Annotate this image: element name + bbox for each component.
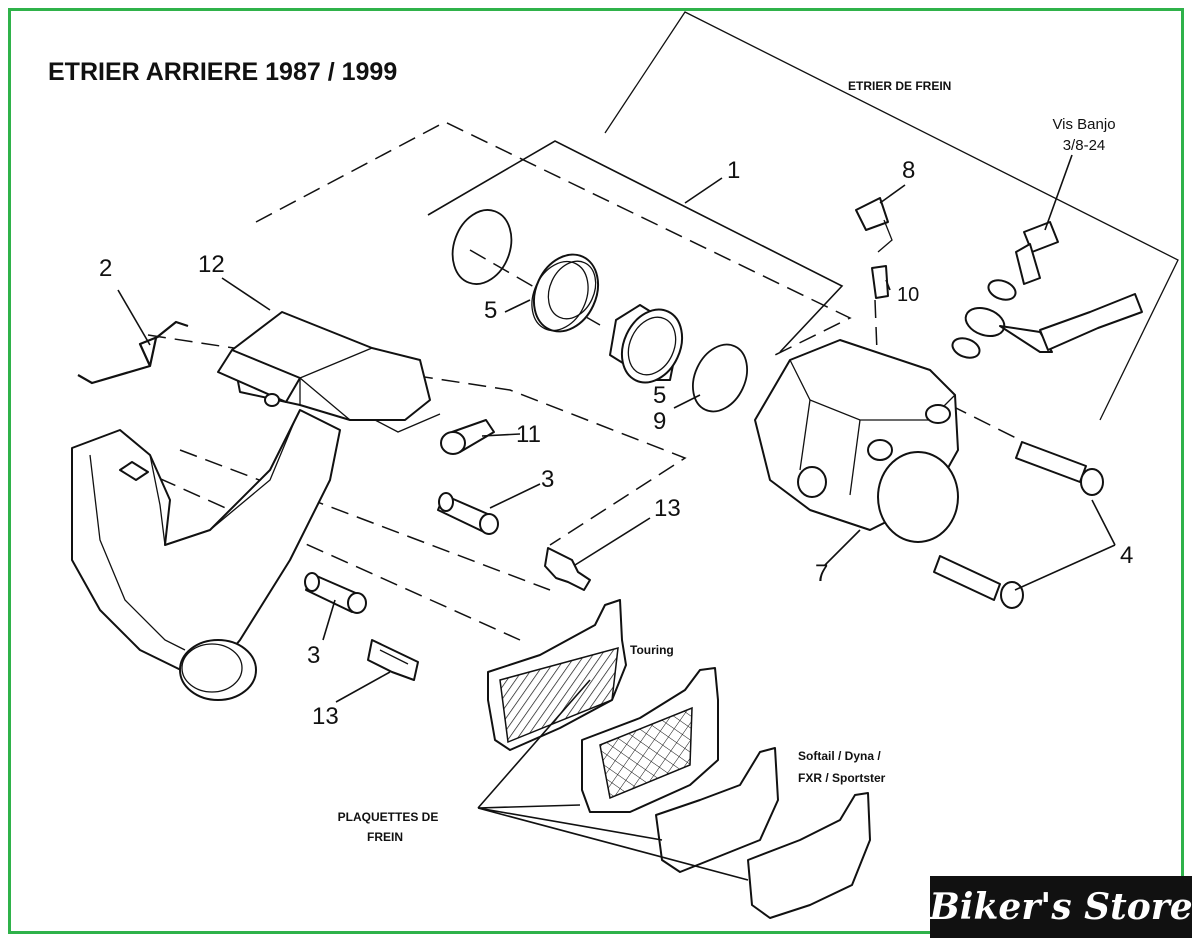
green-frame [8, 8, 1184, 934]
callout-7: 7 [815, 560, 828, 587]
softail-label-line2: FXR / Sportster [798, 771, 886, 785]
pads-label-line2: FREIN [367, 830, 403, 844]
bleeder-cap-part-8 [855, 197, 893, 253]
callout-4: 4 [1120, 542, 1133, 569]
bolt-part-4-upper [1015, 441, 1104, 496]
brake-pad-touring-2 [581, 667, 719, 813]
callout-13-left: 13 [312, 703, 339, 730]
callout-9: 9 [653, 408, 666, 435]
pin-part-3-lower [304, 572, 367, 614]
brake-hose [964, 293, 1143, 353]
plug-part-11 [440, 419, 495, 455]
callout-3-upper: 3 [541, 466, 554, 493]
banjo-label-line2: 3/8-24 [1063, 137, 1106, 154]
group-brackets [84, 11, 1179, 641]
callout-11: 11 [516, 421, 541, 448]
pad-clip-part-13-right [544, 547, 591, 591]
callout-12: 12 [198, 251, 225, 278]
piston-seal-part-5 [531, 253, 600, 333]
callout-1: 1 [727, 157, 740, 184]
bolt-part-4-lower [933, 555, 1024, 609]
touring-label: Touring [630, 643, 674, 657]
brake-pad-softail-1 [655, 747, 779, 873]
diagram-title: ETRIER ARRIERE 1987 / 1999 [48, 58, 397, 86]
seal-ring-part-5-outer [451, 209, 513, 285]
callout-5-lower: 5 [653, 382, 666, 409]
pad-clip-part-13-left [367, 639, 419, 681]
piston-part [609, 304, 684, 384]
callout-3-lower: 3 [307, 642, 320, 669]
dust-ring-part-9 [692, 343, 748, 413]
caliper-label: ETRIER DE FREIN [848, 79, 951, 93]
caliper-mounting-bracket [71, 409, 341, 701]
bleeder-valve-part-10 [871, 265, 889, 299]
banjo-label-line1: Vis Banjo [1052, 116, 1115, 133]
bikers-store-logo: Biker's Store [929, 876, 1193, 938]
caliper-body-part-7 [754, 339, 959, 543]
pad-retainer-part-12 [217, 311, 441, 433]
leader-lines [117, 154, 1116, 881]
clip-spring-part-2 [77, 320, 189, 385]
callout-2: 2 [99, 255, 112, 282]
banjo-bolt [1015, 221, 1059, 285]
callout-10: 10 [897, 284, 919, 306]
callout-5-upper: 5 [484, 297, 497, 324]
pads-label-line1: PLAQUETTES DE [338, 810, 439, 824]
brake-pad-softail-2 [747, 792, 871, 919]
pin-part-3-upper [437, 492, 499, 535]
callout-13-right: 13 [654, 495, 681, 522]
callout-8: 8 [902, 157, 915, 184]
logo-text: Biker's Store [929, 886, 1193, 928]
banjo-washers [951, 279, 1017, 359]
brake-pad-touring-1 [487, 599, 627, 751]
softail-label-line1: Softail / Dyna / [798, 749, 881, 763]
